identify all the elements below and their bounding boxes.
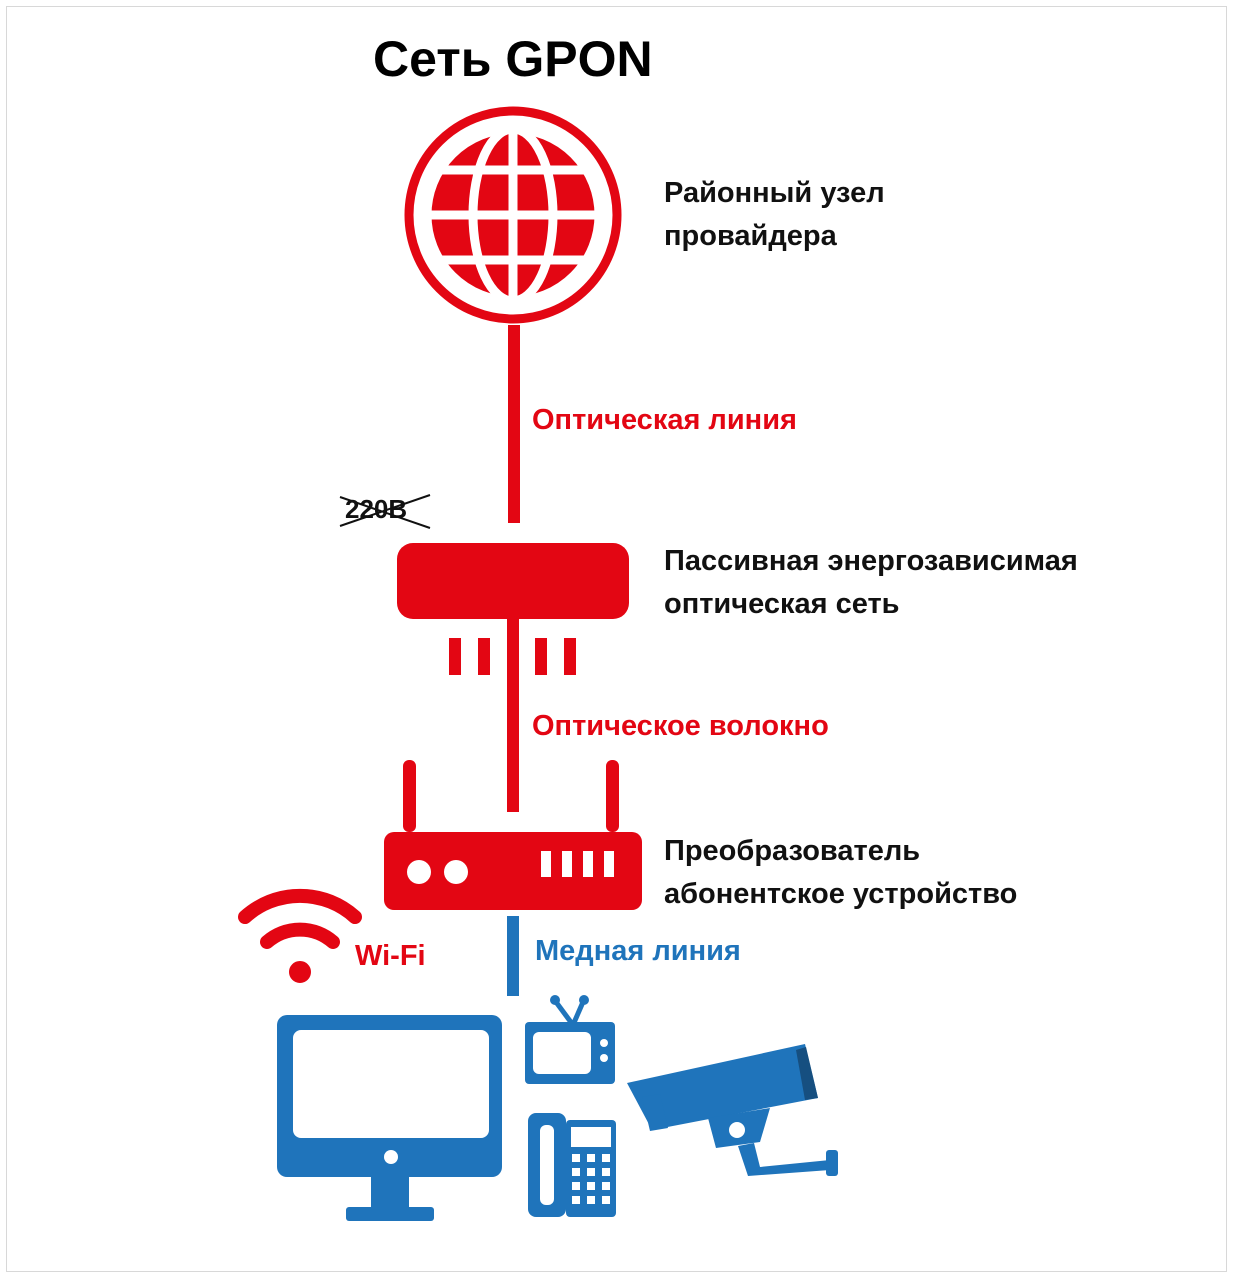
phone-icon bbox=[528, 1113, 616, 1217]
wifi-label: Wi-Fi bbox=[355, 940, 426, 972]
converter-label-line1: Преобразователь bbox=[664, 835, 921, 867]
diagram-frame bbox=[6, 6, 1227, 1272]
converter-label-line2: абонентское устройство bbox=[664, 878, 1018, 910]
copper-line-label: Медная линия bbox=[535, 935, 741, 967]
power-note-label: 220В bbox=[345, 494, 408, 524]
passive-node-label: Пассивная энергозависимая оптическая сет… bbox=[664, 540, 1078, 626]
power-strike-line-1 bbox=[339, 496, 431, 529]
copper-line-connector bbox=[507, 916, 519, 996]
power-strike-line-2 bbox=[339, 494, 431, 527]
tv-icon bbox=[525, 995, 615, 1084]
passive-label-line2: оптическая сеть bbox=[664, 588, 900, 620]
provider-node-label: Районный узел провайдера bbox=[664, 172, 885, 258]
provider-label-line2: провайдера bbox=[664, 220, 837, 252]
provider-label-line1: Районный узел bbox=[664, 177, 885, 209]
wifi-icon bbox=[238, 888, 362, 983]
router-icon bbox=[384, 760, 642, 910]
splitter-icon bbox=[397, 543, 629, 675]
optical-line-label: Оптическая линия bbox=[532, 404, 797, 436]
optical-fiber-label: Оптическое волокно bbox=[532, 710, 829, 742]
optical-fiber-connector bbox=[507, 619, 519, 812]
page-title: Сеть GPON bbox=[373, 31, 653, 87]
globe-icon bbox=[404, 106, 622, 324]
optical-line-connector bbox=[508, 325, 520, 523]
passive-label-line1: Пассивная энергозависимая bbox=[664, 545, 1078, 577]
camera-icon bbox=[627, 1044, 838, 1176]
converter-node-label: Преобразователь абонентское устройство bbox=[664, 830, 1017, 916]
monitor-icon bbox=[277, 1015, 502, 1221]
